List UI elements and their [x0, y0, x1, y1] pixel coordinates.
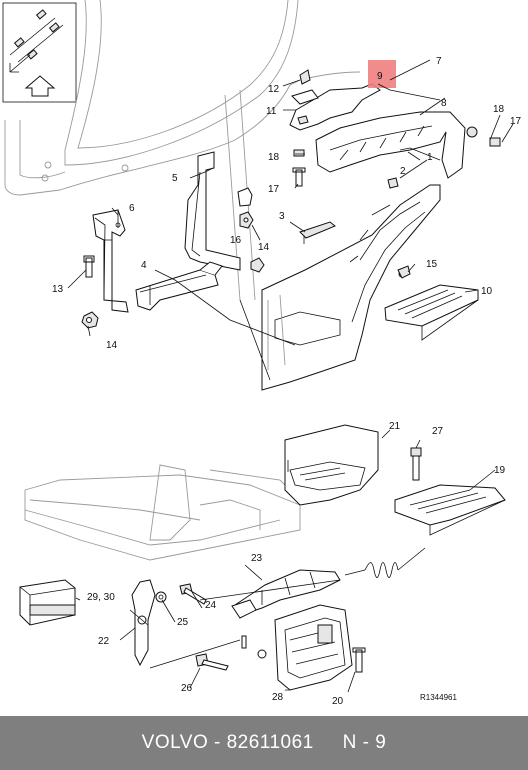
spring-icon: [364, 562, 399, 578]
label-29-30: [19, 579, 76, 626]
part-9-highlight: [368, 60, 396, 88]
step-plate-19: [394, 484, 506, 536]
upper-bracket-7-8: [289, 69, 501, 189]
callout-24: 24: [205, 600, 217, 611]
callout-3: 3: [279, 211, 285, 222]
footer-bar: VOLVO - 82611061 N - 9: [0, 716, 528, 770]
callout-17a: 17: [510, 116, 522, 127]
leader-lines: [67, 59, 514, 693]
bracket-22: [129, 579, 156, 667]
housing-28: [274, 604, 366, 691]
callout-22: 22: [98, 636, 110, 647]
footer-page-ref: N - 9: [342, 732, 387, 753]
callout-9: 9: [377, 71, 383, 82]
diagram-reference: R1344961: [420, 693, 457, 702]
bolt-26: [195, 635, 267, 671]
callout-15: 15: [426, 259, 438, 270]
callout-23: 23: [251, 553, 263, 564]
footer-separator: -: [208, 732, 227, 753]
washer-bolt-24-25: [155, 583, 207, 605]
callout-16: 16: [230, 235, 242, 246]
callout-8: 8: [441, 98, 447, 109]
callout-25: 25: [177, 617, 189, 628]
callout-14a: 14: [258, 242, 270, 253]
callout-10: 10: [481, 286, 493, 297]
step-21: [284, 424, 379, 506]
cab-outline: [4, 0, 361, 301]
callout-12: 12: [268, 84, 280, 95]
callout-2: 2: [400, 166, 406, 177]
callout-29-30: 29, 30: [87, 592, 115, 603]
bolt-27: [410, 447, 422, 481]
step-plate-10: [384, 284, 479, 341]
callout-13: 13: [52, 284, 64, 295]
callout-4: 4: [141, 260, 147, 271]
bracket-23: [231, 547, 426, 619]
callout-27: 27: [432, 426, 444, 437]
fasteners-16-14: [237, 187, 265, 273]
callout-26: 26: [181, 683, 193, 694]
callout-labels: 12 11 7 9 8 18 17 18 1 2 17 5 6 3 16 14 …: [52, 56, 522, 707]
forward-arrow-icon: [24, 75, 56, 97]
callout-28: 28: [272, 692, 284, 703]
callout-14b: 14: [106, 340, 118, 351]
bolt-13-icon: [83, 255, 95, 278]
callout-5: 5: [172, 173, 178, 184]
clip-3: [299, 221, 336, 244]
bracket-5: [184, 151, 241, 271]
left-step-bracket: [81, 209, 129, 329]
callout-6: 6: [129, 203, 135, 214]
callout-17b: 17: [268, 184, 280, 195]
callout-20: 20: [332, 696, 344, 707]
parts-diagram: 12 11 7 9 8 18 17 18 1 2 17 5 6 3 16 14 …: [2, 0, 522, 707]
callout-19: 19: [494, 465, 506, 476]
callout-18a: 18: [493, 104, 505, 115]
step-surround: [261, 184, 441, 391]
callout-18b: 18: [268, 152, 280, 163]
footer-gap: [314, 732, 343, 754]
footer-part-number: 82611061: [226, 732, 314, 753]
callout-7: 7: [436, 56, 442, 67]
bracket-4: [135, 261, 223, 311]
callout-11: 11: [266, 106, 277, 117]
callout-1: 1: [427, 152, 433, 163]
callout-21: 21: [389, 421, 401, 432]
bumper-section: [24, 464, 301, 561]
footer-brand: VOLVO: [141, 732, 209, 753]
orientation-inset: [2, 2, 77, 103]
